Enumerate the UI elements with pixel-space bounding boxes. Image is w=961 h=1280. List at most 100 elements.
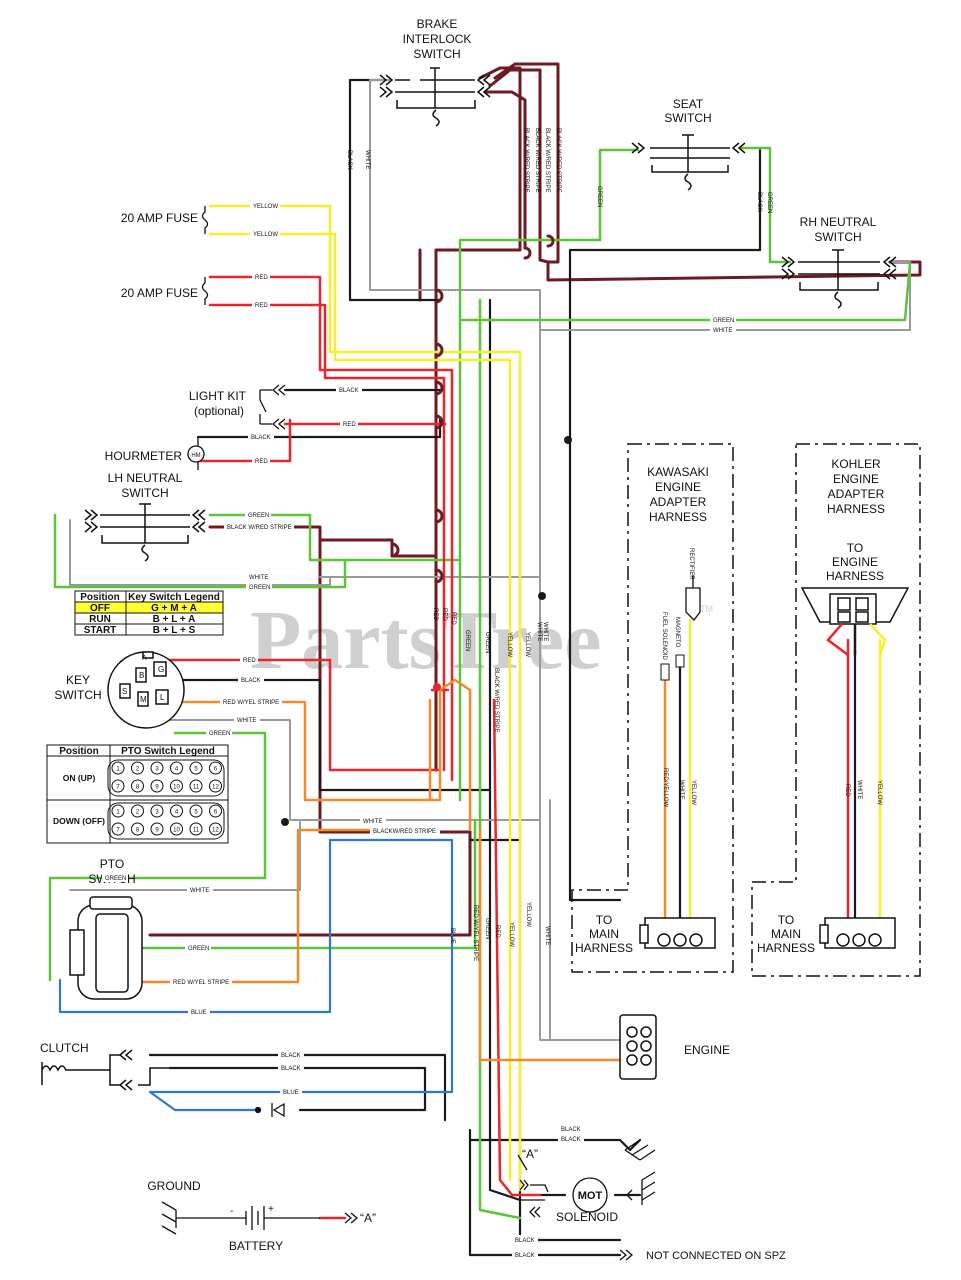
wire-label: RED [255, 303, 268, 309]
pto-pin-number: 9 [155, 785, 159, 791]
kawasaki-adapter-box [571, 443, 734, 973]
pto-pin-number: 3 [155, 810, 159, 816]
pto-pin-circle [131, 779, 144, 793]
diode [254, 1102, 285, 1118]
hourmeter [187, 437, 205, 470]
wire-label: RED W/YEL STRIPE [223, 700, 279, 706]
pto-pin-number: 2 [136, 767, 140, 773]
point-a-label: “A” [360, 1211, 376, 1225]
wire-yellow [208, 204, 882, 1192]
fuel-solenoid-label: FUEL SOLENOID [661, 612, 667, 660]
pto-pin-circle [209, 761, 222, 775]
key-switch-legend [74, 590, 224, 636]
pto-pin-number: 4 [175, 810, 179, 816]
key-terminal: A [142, 655, 147, 662]
wire-label: WHITE [542, 622, 548, 641]
key-legend-header-legend: Key Switch Legend [128, 592, 220, 603]
wire-label: GREEN [484, 632, 490, 653]
fuse-2 [201, 277, 209, 305]
rh-neutral-title-2: SWITCH [814, 230, 861, 244]
wire-label: GREEN [484, 918, 490, 939]
kawasaki-title-1: KAWASAKI [647, 465, 709, 479]
key-legend-row-legend: G + M + A [151, 603, 197, 614]
pto-pin-circle [150, 761, 164, 775]
wire-label: BLACK W/RED STRIPE [227, 525, 292, 531]
pto-pin-circle [131, 804, 144, 818]
key-terminal: L [160, 693, 165, 702]
magneto-terminal [675, 654, 685, 668]
light-kit-title-2: (optional) [194, 404, 244, 418]
kohler-engine-connector [800, 587, 910, 625]
pto-pin-number: 11 [193, 828, 200, 834]
brake-interlock-title-3: SWITCH [413, 47, 460, 61]
wire-green [48, 146, 912, 1220]
wire-label: BLUE [449, 928, 455, 944]
wire-label: RED [494, 925, 500, 938]
wire-label: RED [450, 612, 456, 625]
kohler-connector-leads [826, 623, 887, 656]
wire-label: GREEN [596, 186, 602, 207]
seat-switch-title-1: SEAT [673, 97, 704, 111]
wires [48, 62, 922, 1257]
pto-pin-number: 2 [136, 810, 140, 816]
brake-interlock-title-1: BRAKE [417, 17, 458, 31]
pto-pin-circle [111, 779, 125, 793]
light-kit-title-1: LIGHT KIT [189, 389, 247, 403]
wire-label: YELLOW [524, 632, 530, 657]
key-switch [107, 651, 185, 729]
battery-label: BATTERY [229, 1239, 283, 1253]
to-main-harness-2-line-2: MAIN [771, 927, 801, 941]
seat-switch-title-2: SWITCH [664, 111, 711, 125]
wire-label: GREEN [464, 630, 470, 651]
key-legend-row-position: OFF [90, 603, 110, 614]
wire-label: WHITE [364, 150, 370, 169]
light-kit [259, 384, 286, 430]
pto-pin-number: 5 [194, 767, 198, 773]
pto-pin-number: 8 [136, 785, 140, 791]
wire-label: RED W/YEL STRIPE [472, 905, 478, 961]
wire-label: YELLOW [508, 922, 514, 947]
to-engine-harness-3: HARNESS [826, 569, 884, 583]
fuse-1-label: 20 AMP FUSE [121, 211, 198, 225]
svg-text:-: - [230, 1206, 233, 1217]
pto-pin-circle [170, 779, 183, 793]
rh-neutral-title-1: RH NEUTRAL [800, 215, 877, 229]
pto-pin-circle [150, 822, 164, 836]
wire-label: BLACK [339, 388, 359, 394]
pto-legend-row-position: DOWN (OFF) [53, 816, 105, 826]
kawasaki-title-3: ADAPTER [650, 495, 707, 509]
wire-label: YELLOW [525, 902, 531, 927]
wire-label: RED [243, 658, 256, 664]
key-legend-row-position: START [84, 625, 117, 636]
watermark-tm: TM [700, 604, 713, 614]
pto-legend-header-position: Position [59, 746, 98, 757]
wire-label: WHITE [536, 622, 542, 641]
pto-pin-circle [189, 779, 203, 793]
rh-neutral-switch [781, 249, 897, 309]
pto-pin-circle [131, 761, 144, 775]
wire-label: BLACK [281, 1066, 301, 1072]
ground-label: GROUND [147, 1179, 201, 1193]
kawasaki-title-2: ENGINE [655, 480, 701, 494]
pto-pin-number: 6 [214, 810, 218, 816]
seat-switch [631, 134, 746, 191]
wire-label: BLACK W/RED STRIPE [555, 128, 561, 193]
pto-pin-number: 11 [193, 785, 200, 791]
pto-pin-circle [189, 761, 203, 775]
pto-pin-number: 10 [173, 828, 180, 834]
kohler-title-4: HARNESS [827, 502, 885, 516]
pto-pin-number: 7 [116, 828, 120, 834]
starter-motor [517, 1139, 656, 1218]
kawasaki-title-4: HARNESS [649, 510, 707, 524]
pto-pin-circle [170, 822, 183, 836]
kohler-title-2: ENGINE [833, 472, 879, 486]
wire-red-yel-stripe [118, 678, 667, 1062]
pto-pin-number: 7 [116, 785, 120, 791]
pto-pin-circle [209, 779, 222, 793]
pto-pin-number: 8 [136, 828, 140, 834]
wire-label: BLACK [346, 150, 352, 170]
solenoid-label: SOLENOID [556, 1210, 618, 1224]
not-connected-label: NOT CONNECTED ON SPZ [646, 1250, 786, 1262]
wire-label: BLACK W/RED STRIPE [534, 128, 540, 193]
